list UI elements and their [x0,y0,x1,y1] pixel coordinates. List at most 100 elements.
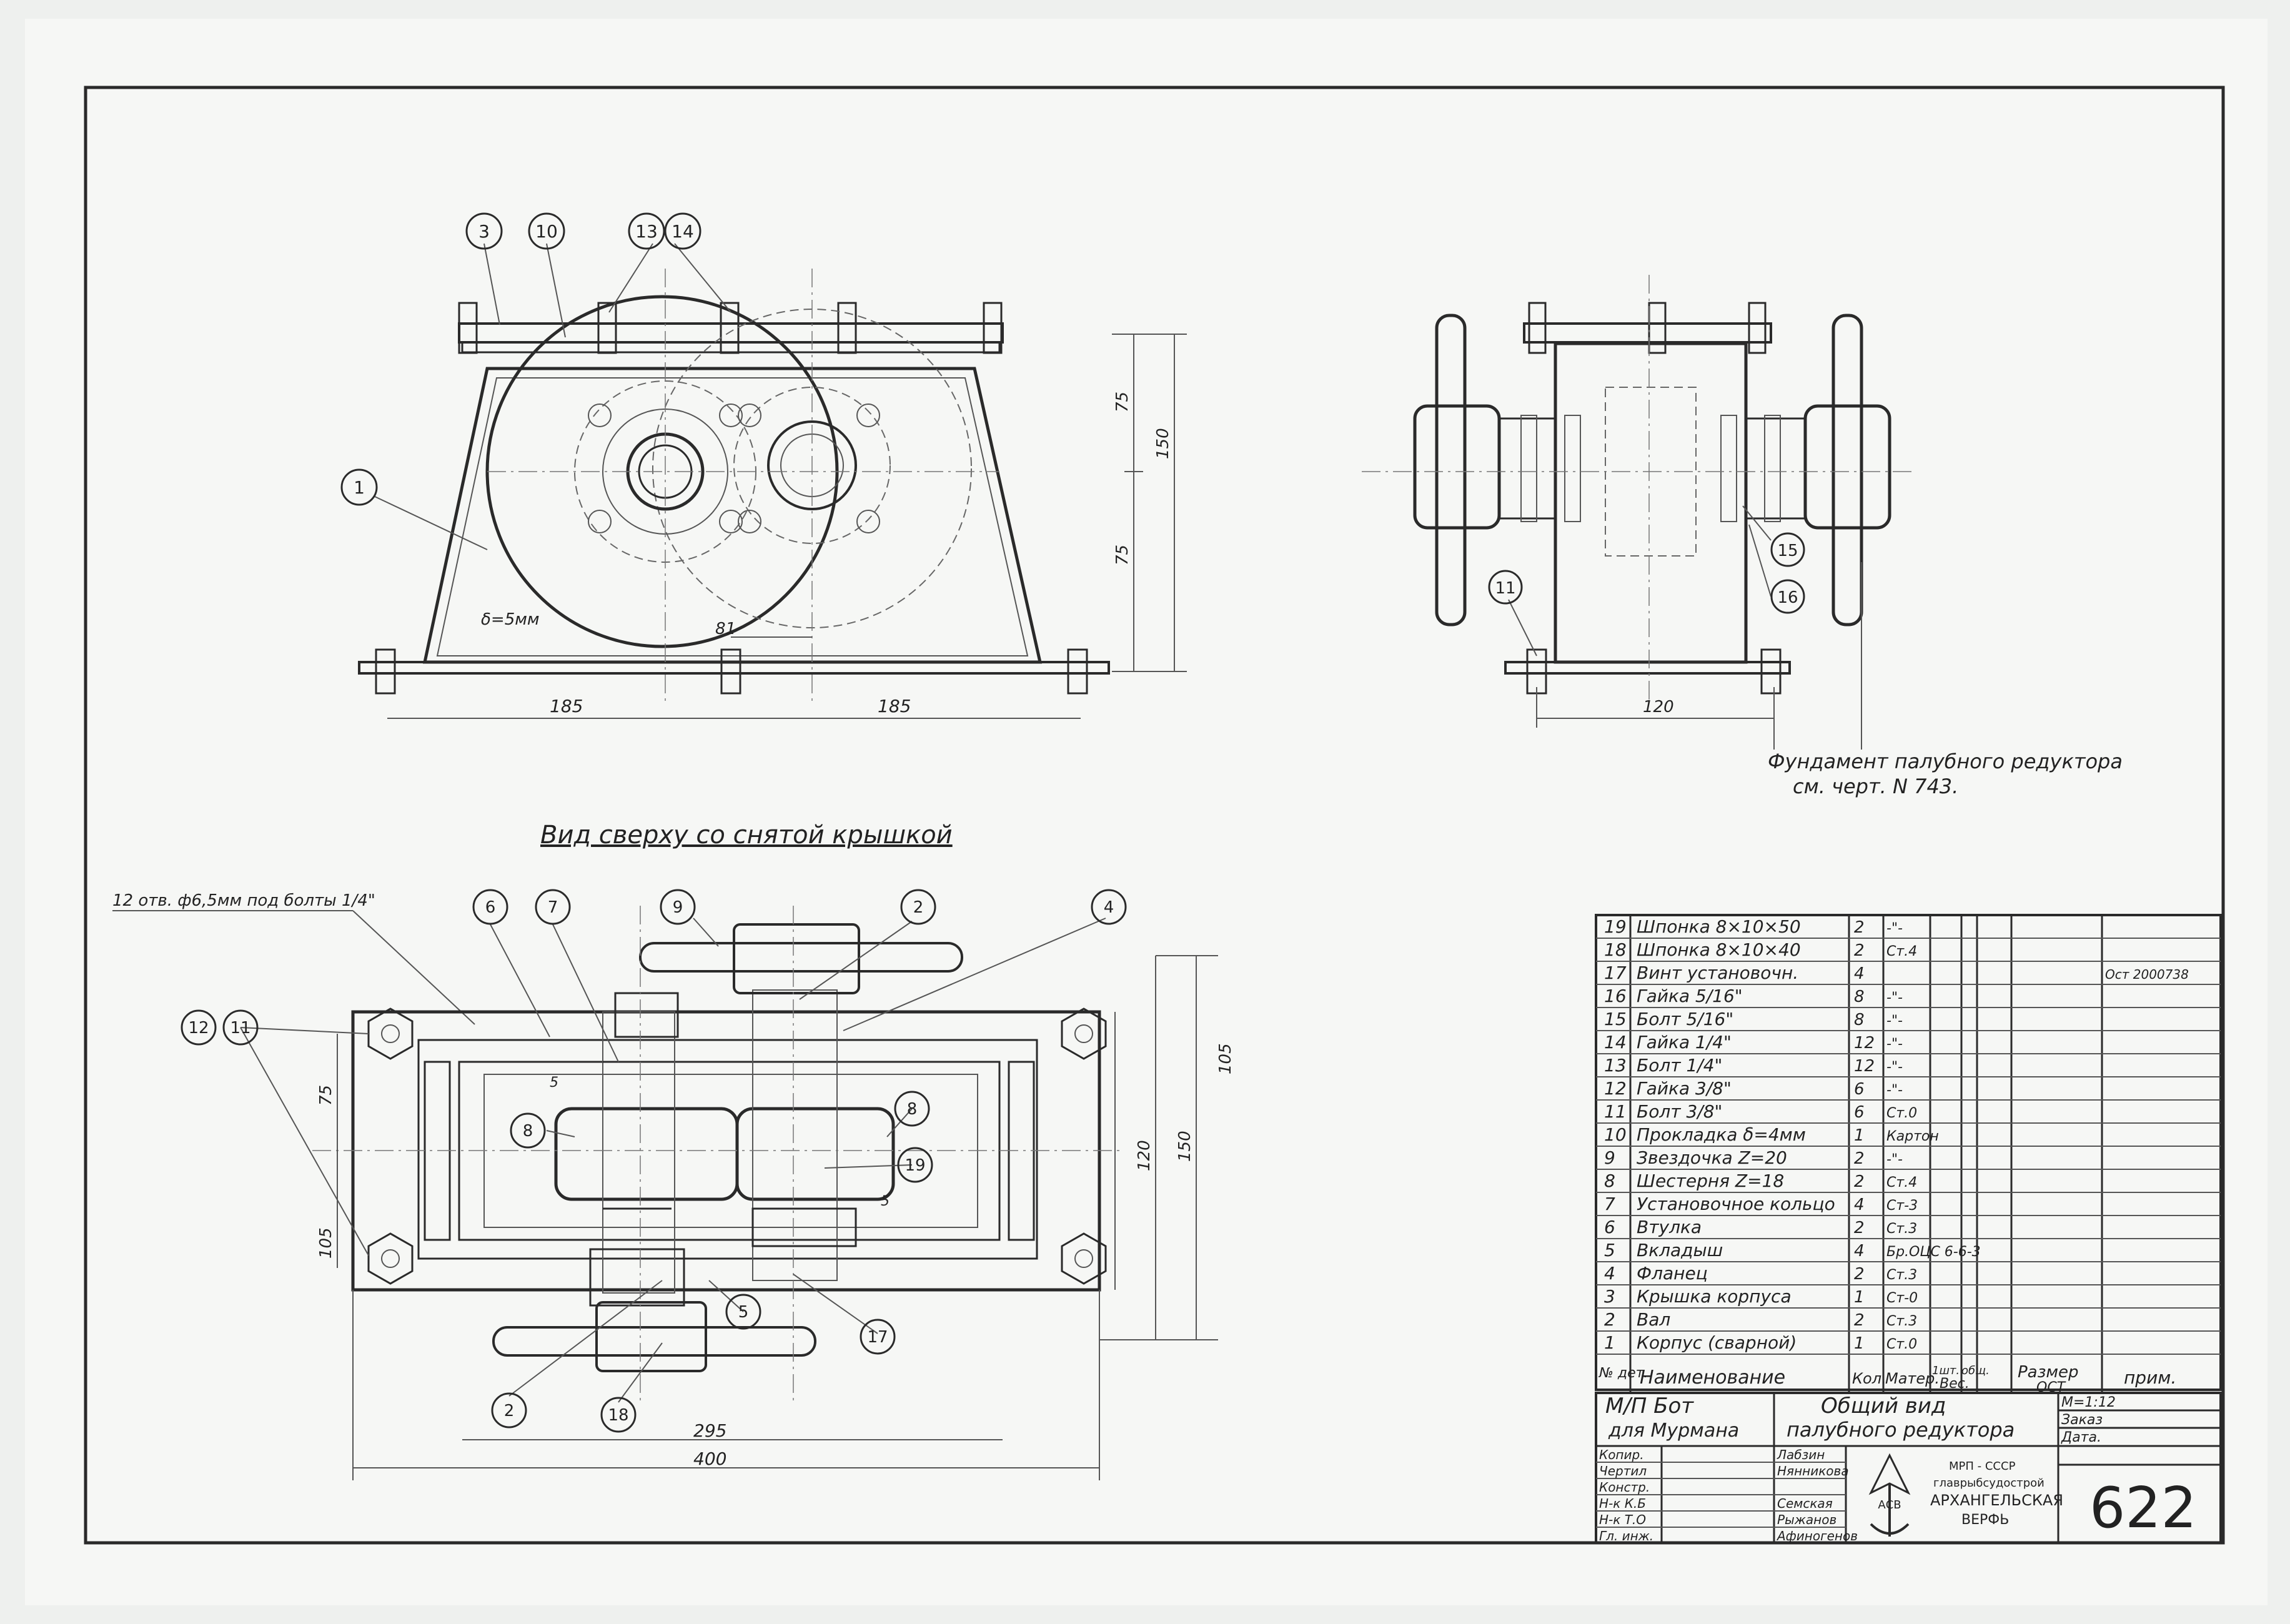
table-cell-no: 1 [1604,1332,1615,1353]
table-cell-qty: 2 [1854,1311,1865,1330]
top-view-title: Вид сверху со снятой крышкой [540,821,953,849]
table-cell-qty: 1 [1854,1288,1865,1307]
table-cell-name: Шестерня Z=18 [1637,1171,1784,1191]
title-block-role: Чертил [1599,1463,1647,1478]
table-cell-name: Корпус (сварной) [1637,1332,1797,1353]
header-qty: Кол. [1852,1370,1886,1387]
balloon-top-12: 12 [188,1019,209,1037]
balloon-front-1: 1 [354,477,365,498]
table-cell-no: 19 [1604,916,1627,937]
table-cell-mat: Картон [1886,1129,1939,1144]
dim-120-top: 120 [1135,1140,1154,1171]
table-cell-mat: Ст-0 [1886,1290,1918,1306]
org-line2: главрыбсудострой [1933,1477,2045,1490]
title-block-name: Семская [1777,1496,1833,1511]
dim-75-top: 75 [317,1085,335,1106]
table-cell-qty: 8 [1854,988,1865,1006]
table-cell-qty: 4 [1854,964,1865,983]
table-cell-no: 2 [1604,1309,1615,1330]
table-cell-no: 4 [1604,1263,1615,1284]
side-view-texts: 120 15 16 11 Фундамент палубного редукто… [1488,505,2123,798]
header-name: Наименование [1640,1367,1785,1389]
table-cell-name: Звездочка Z=20 [1637,1147,1787,1168]
dim-120: 120 [1643,698,1674,716]
foundation-note-line1: Фундамент палубного редуктора [1768,750,2123,773]
balloon-top-4: 4 [1104,898,1114,917]
dim-75-lower: 75 [1113,545,1132,565]
table-cell-mat: -"- [1886,1082,1903,1098]
table-cell-name: Гайка 5/16" [1637,986,1743,1006]
table-cell-qty: 12 [1854,1034,1875,1052]
title-block-role: Н-к Т.О [1599,1512,1646,1527]
balloon-side-16: 16 [1777,588,1798,607]
balloon-top-8-left: 8 [523,1122,533,1141]
balloon-top-2-upper: 2 [913,898,924,917]
logo-text: АСВ [1878,1498,1901,1512]
table-cell-name: Шпонка 8×10×50 [1637,916,1801,937]
table-cell-name: Болт 3/8" [1637,1101,1722,1122]
table-cell-no: 7 [1604,1194,1615,1214]
dim-5-right: 5 [881,1194,890,1209]
drawing-title-line2: палубного редуктора [1787,1418,2015,1442]
front-view [358,269,1187,719]
balloon-top-6: 6 [485,898,496,917]
table-cell-qty: 1 [1854,1126,1865,1145]
table-cell-no: 8 [1604,1171,1615,1191]
title-block: М/П Бот для Мурмана Общий вид палубного … [1595,1392,2222,1544]
balloon-front-10: 10 [535,221,558,242]
balloon-top-18: 18 [608,1406,628,1425]
top-balloons: 6 7 9 2 4 12 11 8 8 19 5 17 2 18 [181,889,1127,1433]
table-cell-mat: Ст.3 [1886,1314,1917,1329]
table-cell-note: Ост 2000738 [2105,967,2189,982]
table-cell-qty: 8 [1854,1011,1865,1029]
header-weight-unit: 1шт. [1932,1364,1960,1377]
table-cell-no: 5 [1604,1240,1615,1260]
table-cell-mat: Ст-3 [1886,1198,1918,1214]
table-cell-qty: 2 [1854,1265,1865,1284]
holes-note: 12 отв. ф6,5мм под болты 1/4" [112,891,375,910]
header-no: № дет. [1599,1365,1648,1381]
title-block-role: Копир. [1599,1447,1644,1462]
table-cell-mat: -"- [1886,1013,1903,1029]
balloon-top-5: 5 [738,1303,749,1322]
table-cell-qty: 4 [1854,1242,1865,1260]
table-cell-mat: -"- [1886,1152,1903,1167]
balloon-top-17: 17 [867,1328,888,1347]
dim-150: 150 [1154,428,1172,459]
title-block-role: Н-к К.Б [1599,1496,1646,1511]
table-cell-name: Фланец [1637,1263,1708,1284]
table-cell-no: 13 [1604,1055,1627,1076]
table-cell-qty: 6 [1854,1103,1865,1122]
title-block-role: Гл. инж. [1599,1528,1653,1543]
dim-105-right: 105 [1216,1043,1235,1074]
table-cell-mat: Ст.4 [1886,944,1917,959]
table-cell-name: Гайка 3/8" [1637,1078,1732,1099]
table-cell-mat: -"- [1886,1059,1903,1075]
balloon-front-14: 14 [672,221,694,242]
balloon-side-11: 11 [1495,579,1515,598]
table-cell-no: 10 [1604,1124,1627,1145]
table-cell-qty: 12 [1854,1057,1875,1076]
dim-295: 295 [693,1420,726,1441]
scale: М=1:12 [2061,1395,2116,1410]
dim-75-upper: 75 [1113,392,1132,412]
order-label: Заказ [2061,1412,2103,1428]
title-block-name: Рыжанов [1777,1512,1836,1527]
table-cell-no: 17 [1604,963,1627,983]
table-cell-name: Болт 1/4" [1637,1055,1722,1076]
header-size: Размер [2018,1363,2079,1382]
table-cell-no: 6 [1604,1217,1615,1237]
table-cell-no: 18 [1604,939,1627,960]
balloon-front-3: 3 [478,221,490,242]
header-note: прим. [2124,1367,2176,1388]
org-line3: АРХАНГЕЛЬСКАЯ [1930,1492,2063,1509]
dim-105-left: 105 [317,1227,335,1259]
table-cell-mat: -"- [1886,1036,1903,1052]
vessel-line2: для Мурмана [1608,1420,1739,1442]
header-weight: Вес. [1940,1376,1970,1392]
table-cell-name: Установочное кольцо [1637,1194,1835,1214]
dim-185-right: 185 [878,696,911,716]
table-cell-name: Втулка [1637,1217,1702,1237]
top-view-texts: 75 105 120 150 105 295 400 5 5 [317,1043,1235,1469]
